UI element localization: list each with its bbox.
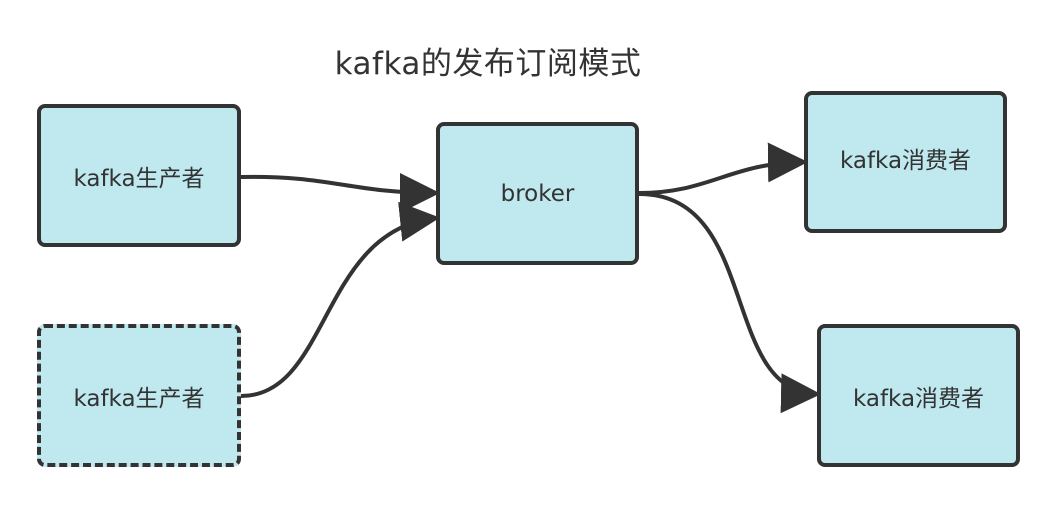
node-consumer-2[interactable]: kafka消费者 [817, 324, 1020, 467]
diagram-title: kafka的发布订阅模式 [334, 46, 642, 82]
node-label: kafka消费者 [852, 385, 985, 412]
edge-broker-to-consumer2 [638, 192, 821, 414]
node-producer-2[interactable]: kafka生产者 [37, 324, 241, 467]
node-label: broker [500, 180, 575, 207]
node-broker[interactable]: broker [436, 122, 639, 265]
node-label: kafka消费者 [839, 148, 972, 174]
node-producer-1[interactable]: kafka生产者 [37, 104, 241, 247]
node-label: kafka生产者 [73, 165, 205, 192]
edge-producer1-to-broker [240, 172, 440, 213]
edge-broker-to-consumer1 [638, 142, 808, 195]
node-consumer-1[interactable]: kafka消费者 [804, 91, 1007, 233]
edge-producer2-to-broker [240, 201, 440, 398]
node-label: kafka生产者 [73, 385, 205, 412]
